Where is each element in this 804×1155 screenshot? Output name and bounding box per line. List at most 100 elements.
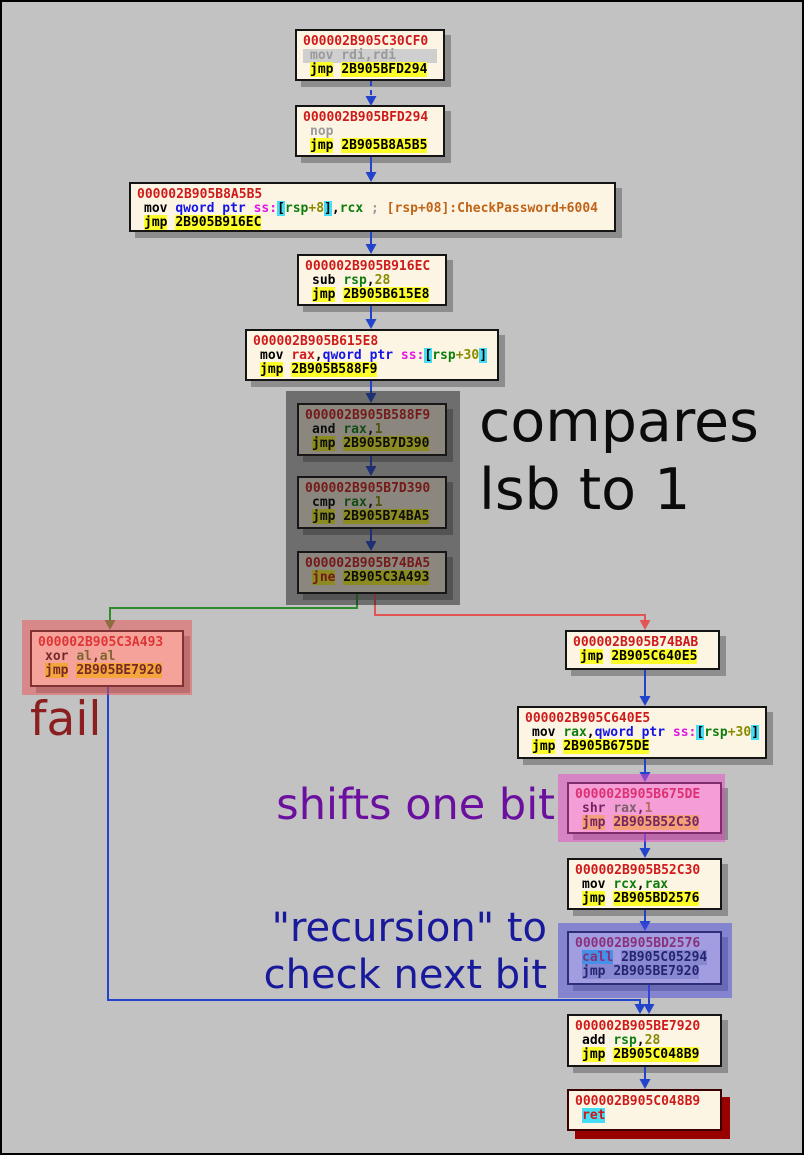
asm-token: shr xyxy=(582,801,614,816)
asm-line: mov rdi,rdi xyxy=(303,49,437,63)
asm-token: 2B905C05294 xyxy=(621,950,708,965)
asm-token: 2B905BE7920 xyxy=(613,964,700,979)
asm-line: and rax,1 xyxy=(305,423,439,437)
asm-token: 2B905C3A493 xyxy=(343,570,430,585)
asm-token: 2B905B588F9 xyxy=(291,362,378,377)
asm-line: call 2B905C05294 xyxy=(575,950,714,965)
arrowhead-icon xyxy=(639,620,651,630)
asm-token: 000002B905B74BAB xyxy=(573,635,699,650)
asm-token: 000002B905BFD294 xyxy=(303,110,429,125)
asm-line: 000002B905BE7920 xyxy=(575,1020,714,1034)
asm-token: jmp xyxy=(582,1047,606,1062)
asm-line: mov qword ptr ss:[rsp+8],rcx ; [rsp+08]:… xyxy=(137,201,608,216)
edge-B675DE-B52C30 xyxy=(639,834,651,858)
asm-line: jmp 2B905C048B9 xyxy=(575,1047,714,1062)
asm-line: sub rsp,28 xyxy=(305,274,439,288)
asm-token: jmp xyxy=(582,964,614,979)
asm-token: 000002B905B615E8 xyxy=(253,334,379,349)
asm-token: 000002B905B916EC xyxy=(305,259,431,274)
asm-token: 2B905C640E5 xyxy=(611,649,698,664)
asm-line: 000002B905C30CF0 xyxy=(303,35,437,49)
asm-token: mov xyxy=(260,348,292,363)
asm-line: jmp 2B905B8A5B5 xyxy=(303,138,437,153)
asm-token: , xyxy=(366,495,375,510)
asm-line: jmp 2B905BE7920 xyxy=(575,964,714,979)
asm-token: 000002B905B675DE xyxy=(575,787,701,802)
asm-token: 000002B905C30CF0 xyxy=(303,34,429,49)
asm-token: jmp xyxy=(144,215,168,230)
asm-token: 2B905B74BA5 xyxy=(343,509,430,524)
annotation-line: fail xyxy=(30,692,102,747)
asm-line: 000002B905C3A493 xyxy=(38,636,176,650)
asm-token: 000002B905B588F9 xyxy=(305,408,431,423)
asm-token: 000002B905B74BA5 xyxy=(305,556,431,571)
asm-token: rax xyxy=(291,348,315,363)
edge-B615E8-B588F9 xyxy=(365,381,377,403)
asm-token: , xyxy=(91,649,100,664)
asm-token: jmp xyxy=(312,509,336,524)
asm-token: jmp xyxy=(532,739,556,754)
asm-line: jmp 2B905C640E5 xyxy=(573,649,712,664)
asm-token: , xyxy=(636,877,645,892)
asm-token: ] xyxy=(479,348,488,363)
asm-token: 28 xyxy=(644,1033,661,1048)
asm-token: rax xyxy=(613,801,637,816)
arrowhead-icon xyxy=(365,319,377,329)
arrowhead-icon xyxy=(634,1004,646,1014)
asm-token: ss: xyxy=(400,348,425,363)
asm-token: rcx xyxy=(339,201,364,216)
asm-line: 000002B905C048B9 xyxy=(575,1095,714,1109)
annotation-line: compares xyxy=(479,389,759,455)
arrowhead-icon xyxy=(643,1004,655,1014)
asm-token: rcx xyxy=(613,877,637,892)
asm-token: +8 xyxy=(308,201,325,216)
asm-token: +30 xyxy=(727,725,752,740)
asm-token: jmp xyxy=(580,649,604,664)
asm-token: xor xyxy=(45,649,77,664)
asm-line: 000002B905B916EC xyxy=(305,260,439,274)
note-fail: fail xyxy=(30,694,190,746)
asm-line: mov rcx,rax xyxy=(575,878,714,892)
asm-token: rax xyxy=(343,422,367,437)
asm-line: jmp 2B905BFD294 xyxy=(303,62,437,77)
asm-token: [ xyxy=(277,201,285,216)
edge-B588F9-B7D390 xyxy=(365,456,377,476)
asm-token: ret xyxy=(582,1108,606,1123)
asm-token: qword ptr xyxy=(594,725,673,740)
arrowhead-icon xyxy=(365,541,377,551)
asm-token: jmp xyxy=(45,663,69,678)
asm-line: jmp 2B905B7D390 xyxy=(305,436,439,451)
asm-token: 2B905B916EC xyxy=(175,215,262,230)
asm-token: 000002B905B7D390 xyxy=(305,481,431,496)
asm-token: qword ptr xyxy=(175,201,254,216)
asm-token: rax xyxy=(563,725,587,740)
annotation-line: "recursion" to xyxy=(271,905,547,951)
asm-token: 000002B905B8A5B5 xyxy=(137,187,263,202)
edge-B74BA5-C3A493-taken xyxy=(104,594,358,630)
asm-token: 000002B905C048B9 xyxy=(575,1094,701,1109)
asm-line: 000002B905C640E5 xyxy=(525,712,759,726)
asm-token: [rsp+08]:CheckPassword+6004 xyxy=(386,201,598,216)
edge-B7D390-B74BA5 xyxy=(365,529,377,551)
asm-token: rax xyxy=(343,495,367,510)
asm-token: 2B905B615E8 xyxy=(343,287,430,302)
asm-line: 000002B905B615E8 xyxy=(253,335,491,349)
